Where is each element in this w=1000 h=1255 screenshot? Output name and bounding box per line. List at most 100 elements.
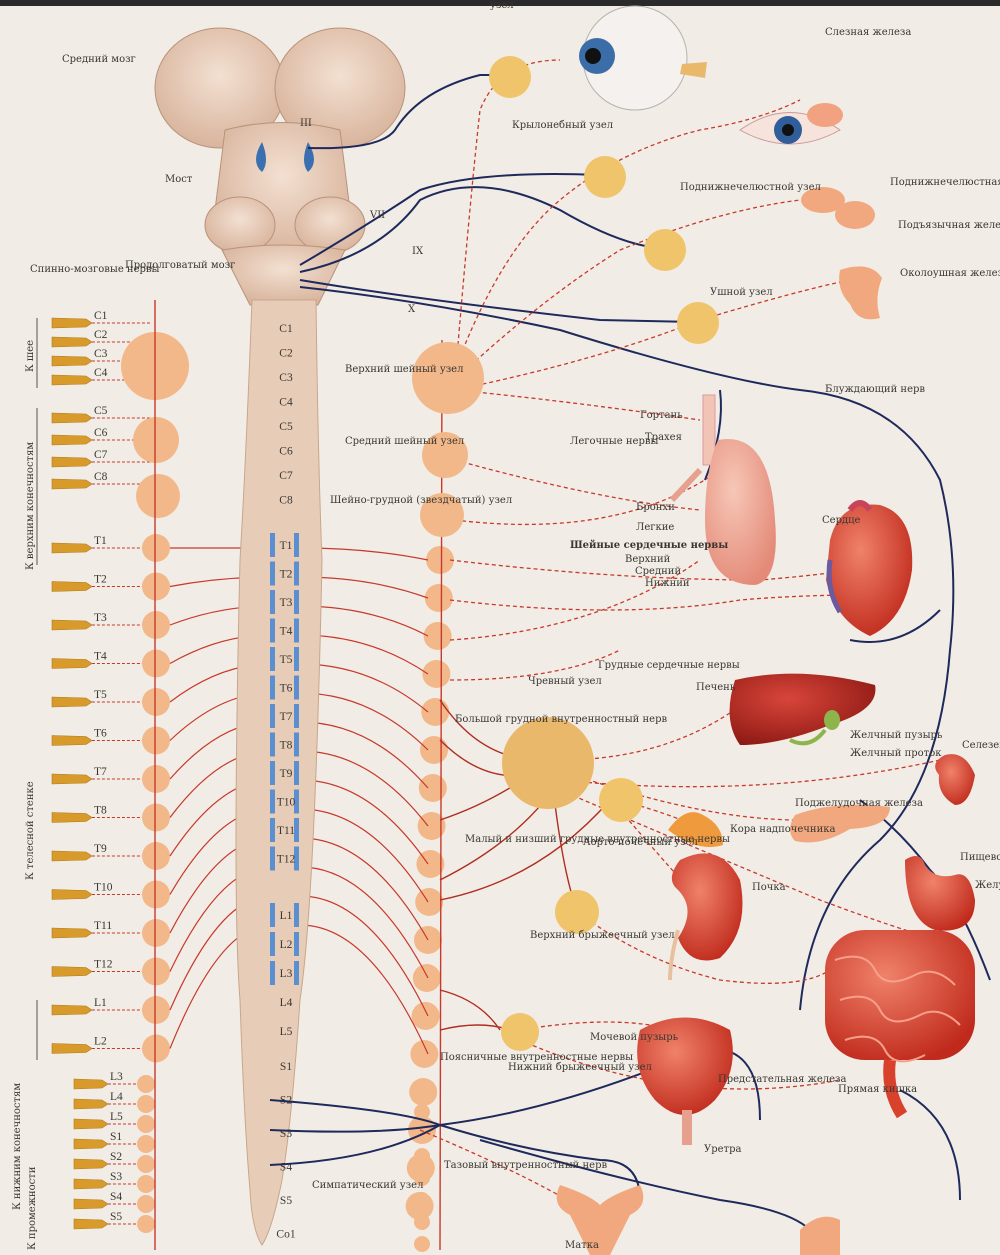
segment-label: T6 [94,728,107,740]
svg-text:Печень: Печень [696,682,736,693]
parasympathetic-nerves [269,74,991,1231]
svg-text:Шейные сердечные нервы: Шейные сердечные нервы [570,540,728,551]
cord-segment-s1: S1 [280,1061,292,1073]
spinal-nerve-c2: C2 [51,329,150,348]
paravertebral-ganglion [137,1215,155,1233]
lateral-horn-bar [294,647,299,671]
paravertebral-ganglion [142,726,170,755]
sympathetic-chain-ganglion [414,1170,430,1186]
svg-text:Уретра: Уретра [704,1144,741,1155]
sympathetic-chain-ganglion [414,1214,430,1230]
cord-segment-c4: C4 [279,397,293,409]
sympathetic-chain-ganglion [415,888,444,916]
segment-label: C1 [94,310,108,322]
sympathetic-chain-ganglion [411,1002,440,1030]
segment-label: S1 [110,1131,122,1143]
svg-text:К верхним конечностям: К верхним конечностям [25,442,36,570]
svg-text:Бронхи: Бронхи [636,502,675,513]
sympathetic-chain-ganglion [421,698,450,726]
sympathetic-chain-ganglion [410,1040,439,1068]
spinal-nerve-c7: C7 [51,449,150,468]
lateral-horn-bar [294,846,299,871]
lateral-horn-bar [270,618,275,643]
svg-text:Тазовый внутренностный нерв: Тазовый внутренностный нерв [444,1160,608,1171]
sympathetic-chain-ganglion [422,660,451,688]
paravertebral-ganglion [137,1175,155,1193]
stomach-intestines [825,856,975,1119]
lateral-horn-bar [270,675,275,700]
lateral-horn-bar [294,533,299,557]
cord-segment-c5: C5 [279,421,293,433]
cord-segment-t11: T11 [277,825,295,837]
segment-label: T9 [94,843,107,855]
lateral-horn-bar [270,561,275,586]
svg-text:К промежности: К промежности [27,1166,38,1250]
paravertebral-ganglion [142,842,170,870]
spinal-cord [235,299,323,1246]
svg-text:Средний: Средний [635,566,681,577]
svg-text:Селезенка: Селезенка [962,740,1000,751]
paravertebral-ganglion [137,1115,155,1133]
lateral-horn-bar [294,561,299,586]
svg-text:Шейно-грудной (звездчатый) узе: Шейно-грудной (звездчатый) узел [330,495,512,506]
lateral-horn-bar [294,761,299,785]
paravertebral-ganglion [142,688,170,716]
spinal-nerve-c6: C6 [51,427,150,446]
lateral-horn-bar [294,818,299,842]
segment-label: T10 [94,882,113,894]
paravertebral-ganglion [137,1155,155,1173]
cord-segment-l2: L2 [280,939,293,951]
liver [729,673,876,746]
sympathetic-chain-ganglion [423,622,452,650]
segment-label: T7 [94,766,107,778]
svg-text:Поднижнечелюстной узел: Поднижнечелюстной узел [680,182,821,193]
salivary-glands [801,187,882,320]
spinal-nerve-t12: T12 [51,959,150,977]
spinal-nerve-l4: L4 [73,1091,150,1110]
paravertebral-ganglion [142,649,170,678]
sympathetic-chain-ganglion [414,1082,430,1098]
segment-label: S4 [110,1191,122,1203]
spinal-nerve-roots: C1C2C3C4C5C6C7C8T1T2T3T4T5T6T7T8T9T10T11… [51,310,151,1230]
segment-label: L4 [110,1091,123,1103]
segment-label: T11 [94,920,112,932]
cord-segment-t2: T2 [280,569,293,581]
ureter [668,929,680,981]
segment-label: S2 [110,1151,122,1163]
spinal-nerve-t8: T8 [51,805,150,823]
spinal-nerve-s3: S3 [73,1171,150,1190]
segment-label: C8 [94,471,108,483]
svg-text:Продолговатый мозг: Продолговатый мозг [125,260,235,271]
heart [826,500,913,636]
svg-text:Мочевой пузырь: Мочевой пузырь [590,1032,679,1043]
svg-text:Сердце: Сердце [822,515,861,526]
sympathetic-chain-ganglion [414,1104,430,1120]
sympathetic-chain-ganglion [414,1236,430,1252]
svg-text:Нижний брыжеечный узел: Нижний брыжеечный узел [508,1062,652,1073]
segment-label: L1 [94,997,107,1009]
segment-label: T4 [94,651,107,663]
svg-text:Верхний: Верхний [625,554,671,565]
cord-segment-t12: T12 [277,854,296,866]
sympathetic-chain-ganglion [417,812,446,840]
cord-segment-c6: C6 [279,446,293,458]
cord-segment-t10: T10 [277,797,296,809]
svg-text:Трахея: Трахея [645,432,682,443]
paravertebral-ganglion [142,572,170,601]
paravertebral-ganglion [142,1034,170,1063]
right-sympathetic-chain [299,339,454,1252]
spinal-nerve-l1: L1 [51,997,150,1016]
cord-segment-c1: C1 [279,323,293,335]
svg-text:Подъязычная железа: Подъязычная железа [898,220,1000,231]
spinal-nerve-s1: S1 [73,1131,150,1150]
cord-segment-t9: T9 [280,768,293,780]
svg-text:Почка: Почка [752,882,786,893]
lateral-horn-bar [270,533,275,557]
svg-text:Средний мозг: Средний мозг [62,54,136,65]
segment-label: T3 [94,612,107,624]
svg-text:К нижним конечностям: К нижним конечностям [12,1083,23,1210]
brain-stem [154,27,406,306]
spinal-nerve-t9: T9 [51,843,150,862]
cord-segment-s5: S5 [280,1195,292,1207]
sympathetic-chain-ganglion [412,964,441,992]
